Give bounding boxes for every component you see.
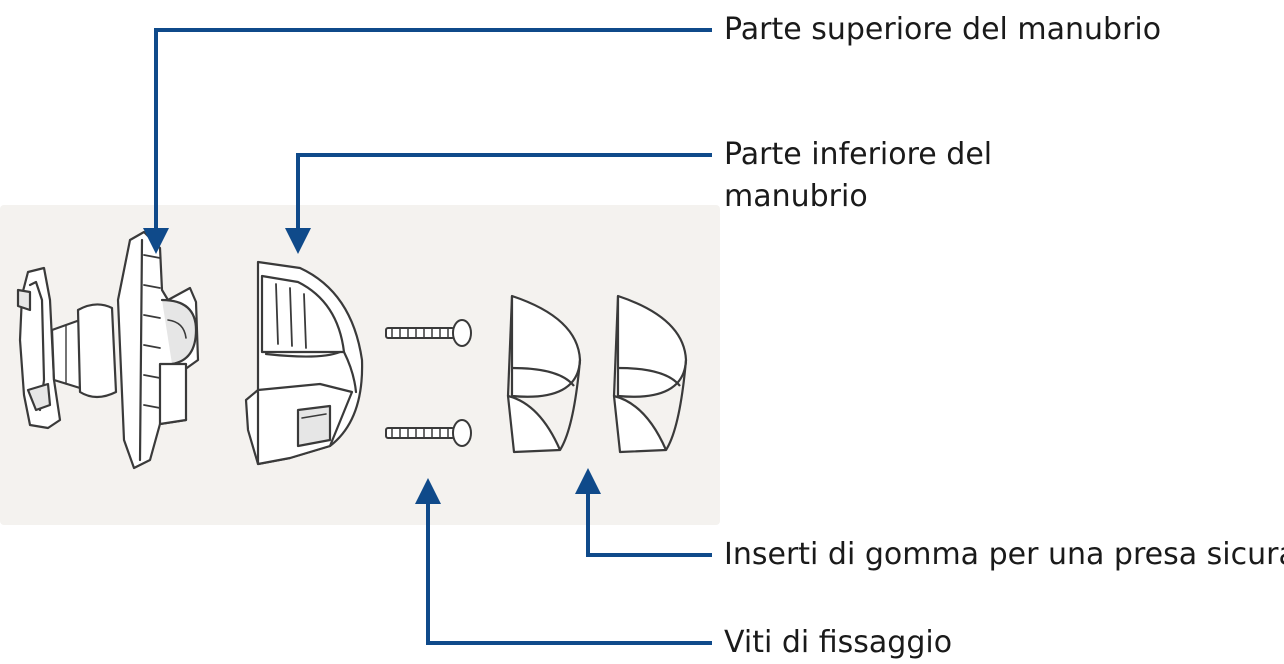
leader-line-top: [154, 28, 712, 238]
arrowhead-inserts: [575, 468, 601, 494]
arrowhead-screws: [415, 478, 441, 504]
screw-icon: [385, 319, 472, 347]
arrowhead-bottom: [285, 228, 311, 254]
label-rubber-inserts: Inserti di gomma per una presa sicura: [724, 537, 1284, 572]
handlebar-mount-top-icon: [16, 230, 200, 470]
label-bottom-part: Parte inferiore del manubrio: [724, 137, 993, 214]
rubber-insert-icon: [612, 294, 688, 454]
handlebar-clamp-bottom-icon: [244, 260, 364, 466]
rubber-insert-icon: [506, 294, 582, 454]
leader-line-bottom: [296, 153, 712, 238]
leader-line-inserts: [586, 488, 712, 557]
label-top-part: Parte superiore del manubrio: [724, 12, 1162, 47]
arrowhead-top: [143, 228, 169, 254]
leader-line-screws: [426, 498, 712, 645]
label-screws: Viti di fissaggio: [724, 625, 953, 660]
screw-icon: [385, 419, 472, 447]
